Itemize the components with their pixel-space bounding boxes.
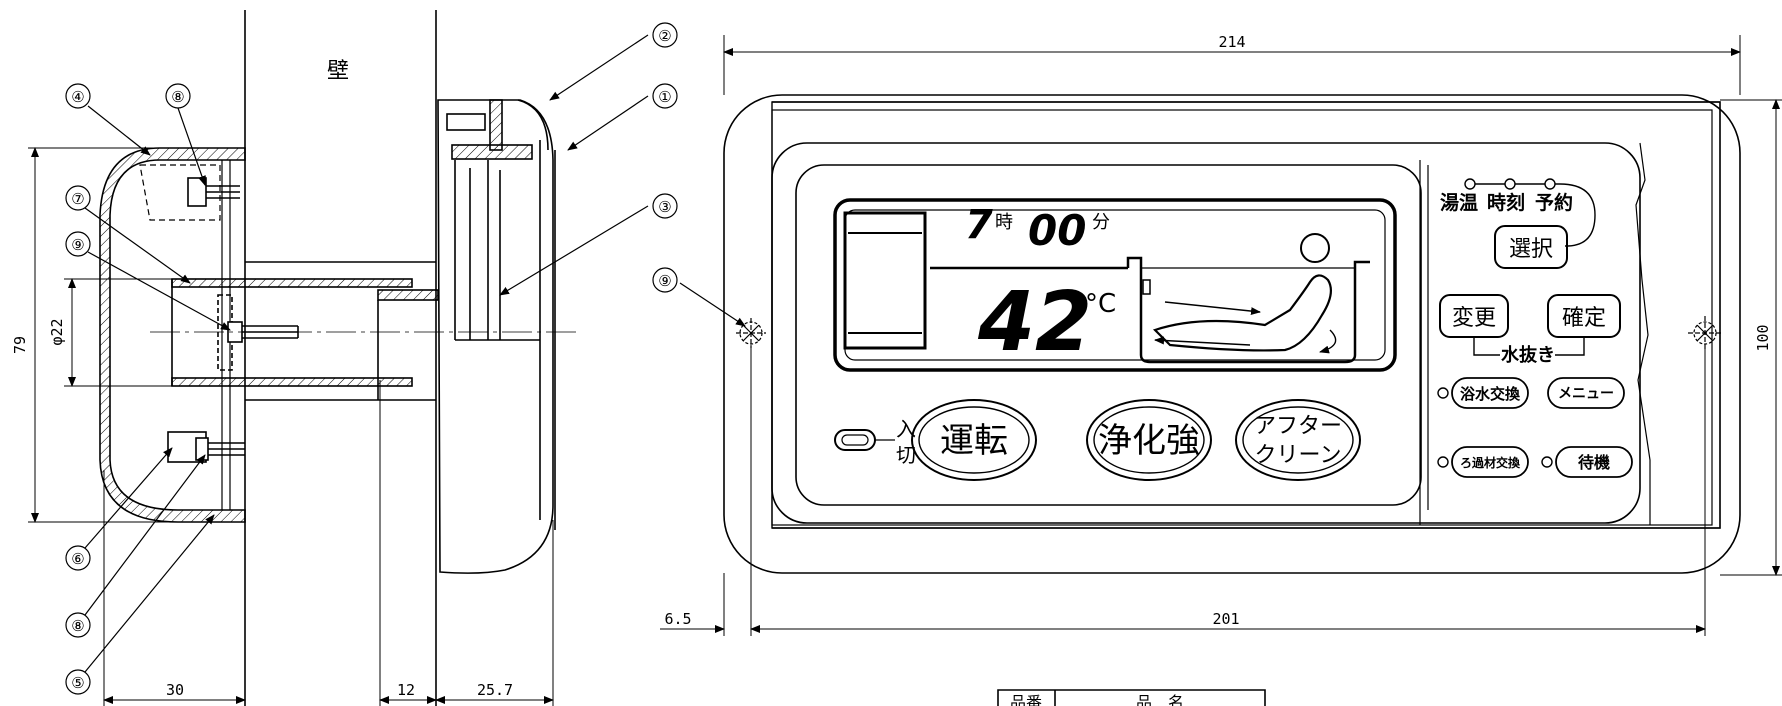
callout-7 [65, 185, 91, 211]
callout-3-label: ③ [658, 198, 671, 216]
callout-1-label: ① [658, 88, 671, 106]
mode-led-reserve [1544, 178, 1556, 190]
callout-1 [652, 83, 678, 109]
inner-bracket [139, 164, 221, 221]
dim-pipe-diameter: φ22 [48, 318, 66, 345]
purify-button[interactable] [1086, 399, 1212, 481]
callout-8-bottom-label: ⑧ [71, 617, 84, 635]
face-plate [771, 142, 1641, 524]
callout-5-label: ⑤ [71, 674, 84, 692]
clock-minute: 00 [1028, 206, 1086, 255]
callout-6 [65, 545, 91, 571]
pipe-lower-wall [171, 377, 413, 387]
lcd-bathtub [1126, 256, 1370, 364]
dim-inner-width: 201 [1212, 610, 1239, 628]
bath-water-led [1437, 387, 1449, 399]
upper-screw-head [187, 177, 207, 207]
menu-button-label: メニュー [1558, 386, 1614, 402]
callout-9-right [652, 267, 678, 293]
callout-2 [652, 22, 678, 48]
bath-water-button[interactable] [1451, 377, 1529, 409]
left-dimensions [28, 147, 554, 706]
confirm-button-label: 確定 [1562, 306, 1606, 331]
mode-led-temp [1464, 178, 1476, 190]
table-col-number: 品番 [1010, 693, 1042, 706]
callout-8-top [165, 83, 191, 109]
dim-depth-remote: 25.7 [477, 681, 513, 699]
back-cover-shell [99, 147, 246, 523]
callout-7-label: ⑦ [71, 190, 84, 208]
clock-hour-unit: 時 [995, 212, 1013, 233]
filter-button[interactable] [1451, 446, 1529, 478]
change-button-label: 変更 [1452, 306, 1496, 331]
callout-9-left [65, 231, 91, 257]
callout-4-label: ④ [71, 88, 84, 106]
callout-2-label: ② [658, 27, 671, 45]
lcd-bather-head [1300, 233, 1330, 263]
table-col-name: 品 名 [1136, 693, 1184, 706]
standby-button-label: 待機 [1578, 453, 1610, 472]
callout-9-left-label: ⑨ [71, 236, 84, 254]
dim-total-width: 214 [1218, 33, 1245, 51]
parts-table [997, 689, 1266, 706]
screw-hole-right [1688, 316, 1722, 350]
remote-body [437, 99, 554, 574]
purify-button-label: 浄化強 [1098, 421, 1200, 461]
front-view-texts: 214 201 6.5 100 ⑨ 7 時 00 分 42 °C 入 切 運転 … [658, 33, 1772, 628]
clock-hour: 7 [965, 202, 993, 248]
dim-wall-thickness: 12 [397, 681, 415, 699]
menu-button[interactable] [1547, 377, 1625, 409]
mode-led-clock [1504, 178, 1516, 190]
callout-4 [65, 83, 91, 109]
drain-label: 水抜き [1501, 344, 1555, 366]
dim-offset-left: 6.5 [664, 610, 691, 628]
mode-label-reserve: 予約 [1535, 191, 1573, 214]
remote-outer-frame [723, 94, 1741, 574]
parts-table-header: 品番 品 名 [1010, 693, 1184, 706]
dim-height-right: 100 [1754, 324, 1772, 351]
standby-button[interactable] [1555, 446, 1633, 478]
select-button[interactable] [1494, 225, 1568, 269]
front-view [652, 35, 1782, 636]
callout-6-label: ⑥ [71, 550, 84, 568]
mode-label-clock: 時刻 [1487, 191, 1525, 214]
callout-9-right-label: ⑨ [658, 272, 671, 290]
lcd-bather-body [1152, 274, 1333, 352]
pipe-upper-wall [171, 278, 413, 288]
standby-led [1541, 456, 1553, 468]
filter-led [1437, 456, 1449, 468]
filter-button-label: ろ過材交換 [1460, 455, 1521, 470]
run-button-label: 運転 [940, 421, 1008, 461]
side-section-view [99, 10, 580, 706]
callout-3 [652, 193, 678, 219]
screw-hole-left [736, 318, 766, 348]
temperature-value: 42 [977, 275, 1092, 370]
bath-water-button-label: 浴水交換 [1460, 385, 1521, 403]
hinge-hatch [451, 144, 533, 160]
clock-minute-unit: 分 [1092, 212, 1110, 233]
callout-8-bottom [65, 612, 91, 638]
temperature-unit: °C [1085, 289, 1116, 319]
callout-5 [65, 669, 91, 695]
power-off-label: 切 [896, 443, 916, 467]
lcd-screen [833, 198, 1397, 372]
after-clean-line1: アフター [1254, 414, 1342, 439]
after-clean-line2: クリーン [1255, 443, 1342, 468]
select-button-label: 選択 [1509, 237, 1553, 262]
lcd-panel-area [795, 164, 1422, 506]
left-callouts [65, 22, 678, 695]
wall-label: 壁 [327, 59, 349, 84]
dim-depth-left: 30 [166, 681, 184, 699]
lcd-level-indicator [843, 211, 927, 350]
left-dimension-labels: 79 φ22 30 12 25.7 [11, 318, 513, 699]
power-on-label: 入 [896, 417, 916, 441]
power-led [834, 429, 876, 451]
dim-height-left: 79 [11, 336, 29, 354]
left-callout-labels: ② ① ③ ④ ⑧ ⑦ ⑨ ⑥ ⑧ ⑤ [71, 27, 671, 692]
mode-label-temp: 湯温 [1440, 192, 1478, 214]
run-button[interactable] [911, 399, 1037, 481]
callout-8-top-label: ⑧ [171, 88, 184, 106]
after-clean-button[interactable] [1235, 399, 1361, 481]
